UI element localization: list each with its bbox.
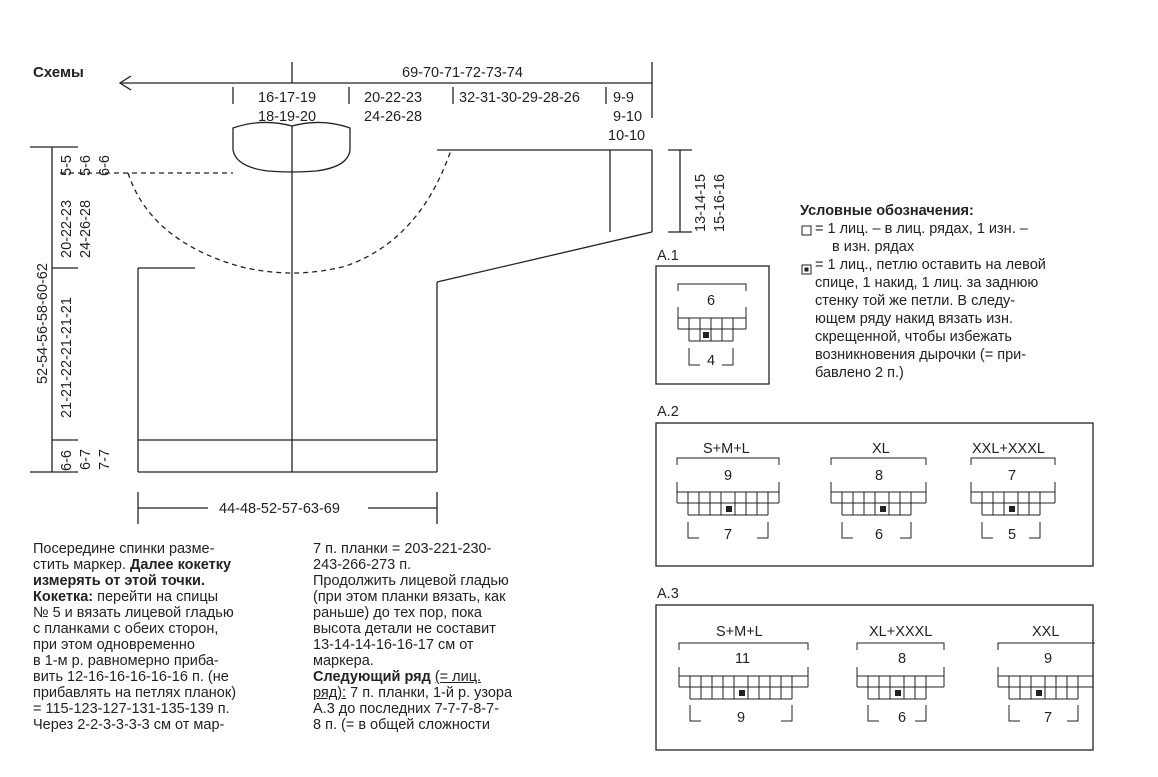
chart-a2-bottom-2: 6: [875, 527, 883, 543]
dim-yoke-b: 24-26-28: [364, 109, 422, 125]
chart-a2-bottom-1: 7: [724, 527, 732, 543]
chart-a2-box: [655, 422, 1094, 567]
chart-a2-top-3: 7: [1008, 468, 1016, 484]
dim-yoke-a: 20-22-23: [364, 90, 422, 106]
top-dimension-line: [118, 62, 653, 118]
dim-rib-b: 6-7: [78, 449, 94, 470]
chart-a2-size-2: XL: [872, 441, 890, 457]
chart-a3-bottom-3: 7: [1044, 710, 1052, 726]
legend-title: Условные обозначения:: [800, 203, 974, 219]
bottom-width-dimension: [137, 492, 438, 524]
chart-a3-size-3: XXL: [1032, 624, 1059, 640]
legend: Условные обозначения: = 1 лиц. – в лиц. …: [800, 202, 1150, 382]
chart-a2-grid: [676, 457, 1056, 539]
dim-neck-b: 18-19-20: [258, 109, 316, 125]
dim-rib-a: 6-6: [59, 450, 75, 471]
chart-a2-label: A.2: [657, 404, 679, 420]
chart-a3-bottom-2: 6: [898, 710, 906, 726]
legend-blank-square-icon: [801, 225, 812, 236]
dim-neck-a: 16-17-19: [258, 90, 316, 106]
chart-a3-label: A.3: [657, 586, 679, 602]
dim-yoke-depth-b: 24-26-28: [78, 200, 94, 258]
col1-bold: Далее кокетку измерять от этой точки. Ко…: [33, 557, 232, 605]
chart-a3-bottom-1: 9: [737, 710, 745, 726]
legend-item-2: = 1 лиц., петлю оставить на левой спице,…: [815, 257, 1046, 381]
dim-neck-depth-c: 6-6: [97, 155, 113, 176]
chart-a3-top-1: 11: [735, 651, 750, 667]
dim-top-total: 69-70-71-72-73-74: [402, 65, 523, 81]
instructions-column-1: Посередине спинки разме- стить маркер. Д…: [33, 541, 293, 733]
col2-body: 7 п. планки = 203-221-230- 243-266-273 п…: [313, 541, 509, 669]
chart-a3-size-1: S+M+L: [716, 624, 763, 640]
dim-neck-depth-a: 5-5: [59, 155, 75, 176]
dim-sleeve-width-a: 13-14-15: [693, 174, 709, 232]
col1-intro: Посередине спинки разме- стить маркер.: [33, 541, 215, 573]
schema-title: Схемы: [33, 64, 84, 81]
col2-tail: 7 п. планки, 1-й р. узора А.3 до последн…: [313, 685, 513, 733]
chart-a2-bottom-3: 5: [1008, 527, 1016, 543]
chart-a3-size-2: XL+XXXL: [869, 624, 932, 640]
col2-next-row: Следующий ряд: [313, 669, 431, 685]
garment-schematic: [60, 121, 653, 473]
chart-a2-size-1: S+M+L: [703, 441, 750, 457]
chart-a1-top: 6: [707, 293, 715, 309]
dim-sleeve-width-b: 15-16-16: [712, 174, 728, 232]
legend-item-1-line-1: = 1 лиц. – в лиц. рядах, 1 изн. –: [815, 221, 1028, 237]
dim-neck-depth-b: 5-6: [78, 155, 94, 176]
col1-body: перейти на спицы № 5 и вязать лицевой гл…: [33, 589, 237, 733]
chart-a3-grid: [678, 642, 1095, 722]
chart-a1-label: A.1: [657, 248, 679, 264]
instructions-column-2: 7 п. планки = 203-221-230- 243-266-273 п…: [313, 541, 573, 733]
chart-a2-top-1: 9: [724, 468, 732, 484]
chart-a1-grid: [677, 283, 747, 366]
legend-filled-square-icon: [801, 264, 812, 275]
legend-item-1-line-2: в изн. рядах: [832, 239, 915, 255]
dim-body-length: 21-21-22-21-21-21: [59, 297, 75, 418]
dim-yoke-depth-a: 20-22-23: [59, 200, 75, 258]
sleeve-width-dimension: [668, 149, 692, 233]
chart-a3-top-3: 9: [1044, 651, 1052, 667]
dim-bottom-width: 44-48-52-57-63-69: [219, 501, 340, 517]
col2-underlined: (= лиц. ряд):: [313, 669, 482, 701]
dim-rib-c: 7-7: [97, 449, 113, 470]
dim-sleeve-length: 32-31-30-29-28-26: [459, 90, 580, 106]
left-dimension-lines: [30, 146, 78, 473]
dim-total-length: 52-54-56-58-60-62: [35, 263, 51, 384]
dim-cuff-b: 9-10: [613, 109, 642, 125]
chart-a1-box: [655, 265, 770, 385]
chart-a2-size-3: XXL+XXXL: [972, 441, 1045, 457]
chart-a2-top-2: 8: [875, 468, 883, 484]
chart-a3-top-2: 8: [898, 651, 906, 667]
dim-cuff-c: 10-10: [608, 128, 645, 144]
dim-cuff-a: 9-9: [613, 90, 634, 106]
chart-a1-bottom: 4: [707, 353, 715, 369]
